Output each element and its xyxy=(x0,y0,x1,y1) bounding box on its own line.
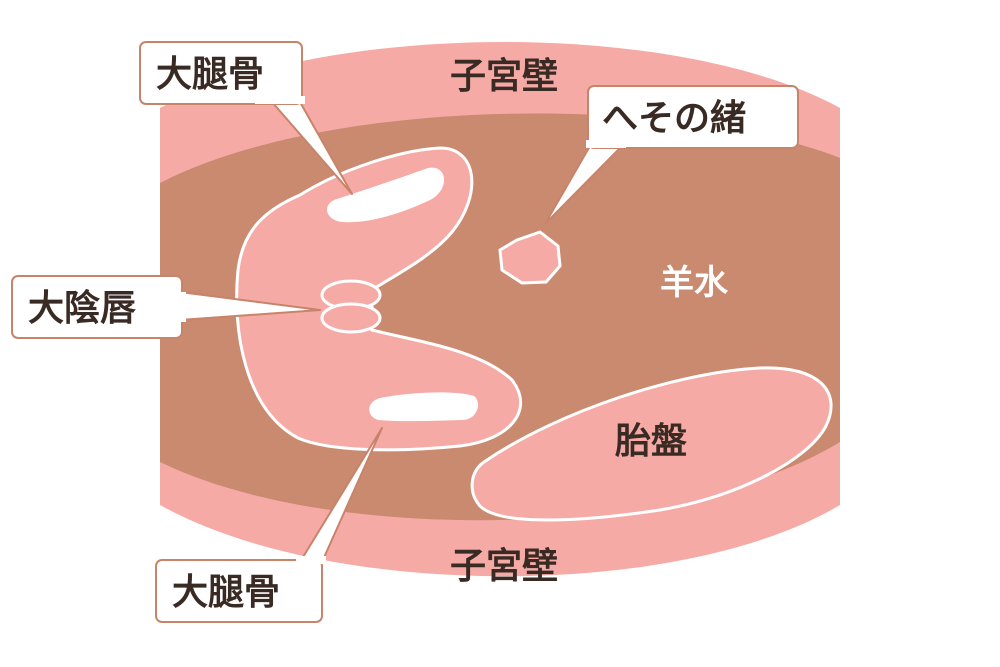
callout-labia-majora: 大陰唇 xyxy=(11,275,321,339)
callout-umbilical-text: へその緒 xyxy=(602,98,746,139)
uterus-wall-bottom-label: 子宮壁 xyxy=(450,546,558,587)
callout-femur-top-box xyxy=(139,41,303,105)
uterus-wall-top-label: 子宮壁 xyxy=(450,56,558,97)
callout-umbilical-cord: へその緒 xyxy=(544,85,799,225)
placenta-shape xyxy=(470,366,833,522)
callout-umbilical-box xyxy=(587,85,799,149)
callout-femur-bottom-text: 大腿骨 xyxy=(172,572,280,613)
umbilical-cord-shape xyxy=(498,230,562,285)
fetal-body xyxy=(235,146,523,452)
placenta-label: 胎盤 xyxy=(615,421,687,462)
callout-femur-bottom-box xyxy=(155,559,323,623)
callout-labia-text: 大陰唇 xyxy=(28,288,136,329)
femur-bottom-bone xyxy=(369,392,478,422)
amniotic-fluid-label: 羊水 xyxy=(660,263,729,303)
callout-femur-bottom: 大腿骨 xyxy=(155,427,383,623)
labia-lower-lobe xyxy=(320,302,382,334)
callout-femur-top-text: 大腿骨 xyxy=(156,54,264,95)
femur-top-bone xyxy=(327,167,445,223)
callout-femur-top: 大腿骨 xyxy=(139,41,353,195)
